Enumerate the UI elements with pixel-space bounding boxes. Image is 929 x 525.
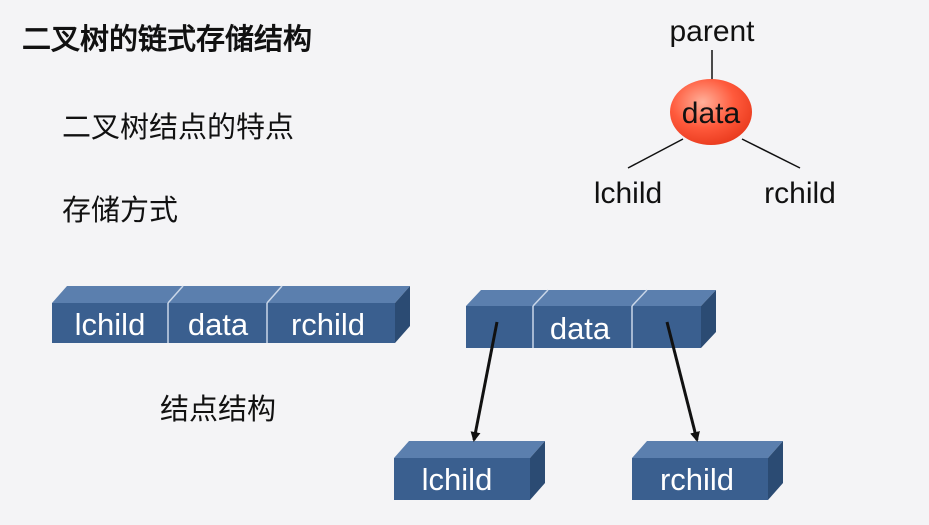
- left-child-side: [530, 441, 545, 500]
- divider: [532, 289, 549, 307]
- right-child-label: rchild: [660, 462, 734, 497]
- node-structure-front: [52, 303, 395, 343]
- linked-parent-side: [701, 290, 716, 348]
- left-child-label: lchild: [422, 462, 493, 497]
- rchild-link: [741, 138, 801, 169]
- point-storage-method: 存储方式: [62, 193, 179, 227]
- left-child-box: lchild: [394, 441, 545, 500]
- rchild-label: rchild: [764, 177, 836, 210]
- node-data-label: data: [682, 97, 741, 130]
- node-structure-box: lchild data rchild: [52, 285, 410, 343]
- right-child-box: rchild: [632, 441, 783, 500]
- data-node-circle: [670, 79, 752, 145]
- divider: [266, 285, 283, 304]
- left-child-front: [394, 458, 530, 500]
- point-node-features: 二叉树结点的特点: [62, 110, 295, 144]
- divider: [631, 289, 648, 307]
- linked-data-cell: data: [550, 311, 611, 346]
- node-structure-top: [52, 286, 410, 303]
- linked-parent-top: [466, 290, 716, 306]
- right-child-top: [632, 441, 783, 458]
- node-structure-caption: 结点结构: [160, 392, 277, 426]
- tree-node-diagram: parent data lchild rchild: [594, 15, 836, 210]
- right-child-side: [768, 441, 783, 500]
- slide-title: 二叉树的链式存储结构: [22, 22, 313, 56]
- lchild-pointer-arrow: [470, 321, 499, 442]
- right-child-front: [632, 458, 768, 500]
- structure-cell-data: data: [188, 307, 249, 342]
- structure-cell-lchild: lchild: [75, 307, 146, 342]
- lchild-label: lchild: [594, 177, 662, 210]
- parent-label: parent: [669, 15, 755, 48]
- structure-cell-rchild: rchild: [291, 307, 365, 342]
- divider: [167, 285, 184, 304]
- lchild-link: [627, 138, 684, 169]
- node-structure-side: [395, 286, 410, 343]
- left-child-top: [394, 441, 545, 458]
- linked-parent-box: data: [466, 289, 716, 348]
- linked-parent-front: [466, 306, 701, 348]
- rchild-pointer-arrow: [665, 321, 700, 442]
